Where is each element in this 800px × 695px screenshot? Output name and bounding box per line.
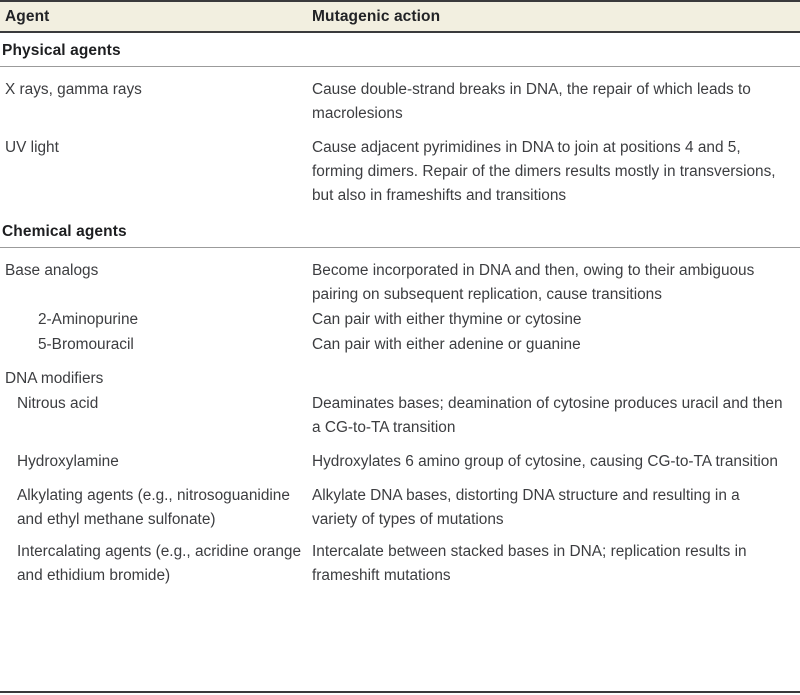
table-row: Intercalating agents (e.g., acridine ora… [0,532,800,588]
table-row: DNA modifiers [0,357,800,391]
row-action-text: Intercalate between stacked bases in DNA… [312,543,747,584]
table-header-row: Agent Mutagenic action [0,0,800,33]
row-agent-label: Alkylating agents (e.g., nitrosoguanidin… [17,487,290,528]
row-agent-label: 5-Bromouracil [38,336,134,353]
column-header-agent: Agent [5,7,50,25]
row-agent-label: DNA modifiers [5,370,104,387]
section-heading-physical-agents: Physical agents [2,42,121,59]
table-row: Nitrous acid Deaminates bases; deaminati… [0,391,800,440]
row-action-text: Hydroxylates 6 amino group of cytosine, … [312,453,778,470]
table-bottom-rule [0,691,800,693]
row-agent-label: X rays, gamma rays [5,81,142,98]
row-agent-label: Hydroxylamine [17,453,119,470]
row-action-text: Cause adjacent pyrimidines in DNA to joi… [312,139,776,204]
table-row: UV light Cause adjacent pyrimidines in D… [0,126,800,208]
section-rule-physical-agents [0,66,800,67]
table-row: Base analogs Become incorporated in DNA … [0,248,800,307]
row-agent-label: UV light [5,139,59,156]
row-agent-label: Nitrous acid [17,395,99,412]
table-row: 5-Bromouracil Can pair with either adeni… [0,332,800,357]
column-header-mutagenic-action: Mutagenic action [312,7,441,25]
table-row: Hydroxylamine Hydroxylates 6 amino group… [0,440,800,474]
row-action-text: Alkylate DNA bases, distorting DNA struc… [312,487,740,528]
row-agent-label: 2-Aminopurine [38,311,139,328]
row-action-text: Cause double-strand breaks in DNA, the r… [312,81,751,122]
row-action-text: Become incorporated in DNA and then, owi… [312,262,755,303]
table-row: Alkylating agents (e.g., nitrosoguanidin… [0,474,800,532]
table-row: 2-Aminopurine Can pair with either thymi… [0,307,800,332]
row-agent-label: Intercalating agents (e.g., acridine ora… [17,543,302,584]
row-action-text: Deaminates bases; deamination of cytosin… [312,395,783,436]
row-action-text: Can pair with either adenine or guanine [312,336,581,353]
row-action-text: Can pair with either thymine or cytosine [312,311,582,328]
row-agent-label: Base analogs [5,262,99,279]
table-row: X rays, gamma rays Cause double-strand b… [0,67,800,126]
section-heading-chemical-agents: Chemical agents [2,223,127,240]
section-rule-chemical-agents [0,247,800,248]
